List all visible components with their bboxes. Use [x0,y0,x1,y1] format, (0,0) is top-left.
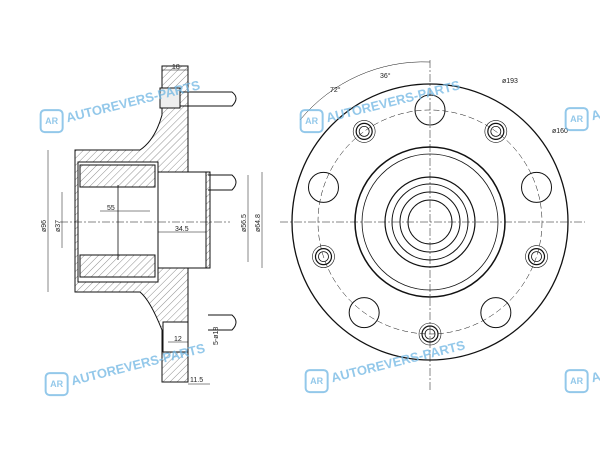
bolt-hole-inner [318,251,329,263]
dim-hub-depth: 34.5 [175,226,189,233]
bolt-hole-inner [531,251,542,263]
lightening-hole [414,94,446,126]
lightening-hole [348,297,380,329]
dim-stud-length: 12 [174,336,182,343]
dim-pilot-outer: ø64.8 [255,214,262,232]
dim-holes: 5-ø18 [213,327,220,345]
bolt-hole [355,122,373,140]
dim-bearing-width: 55 [107,205,115,212]
bolt-hole-outer [312,245,335,268]
dim-offset: 11.5 [190,377,203,384]
dim-pilot: ø56.5 [241,214,248,232]
lightening-hole [521,171,553,203]
lightening-hole [480,297,512,329]
bolt-hole-inner [424,328,436,340]
side-section-view [47,65,263,385]
front-view [280,60,585,390]
bolt-hole-outer [418,322,442,346]
bolt-hole [421,325,439,343]
bolt-hole-inner [490,125,502,137]
dim-bore: ø37 [55,220,62,232]
dim-outer-dia: ø96 [41,220,48,232]
dim-bolt-circle: ø160 [552,128,568,135]
dim-angle-72: 72° [330,86,341,94]
bolt-hole-outer [525,245,548,268]
bolt-hole-outer [484,120,508,143]
bolt-hole [527,248,546,266]
dim-flange-width: 18 [172,64,180,71]
lightening-hole [307,171,339,203]
bolt-hole [487,122,505,140]
bolt-hole-outer [352,120,376,143]
bolt-hole [314,248,333,266]
bolt-hole-inner [358,125,370,137]
dim-flange-dia: ø193 [502,78,518,85]
dim-angle-36: 36° [380,72,391,80]
